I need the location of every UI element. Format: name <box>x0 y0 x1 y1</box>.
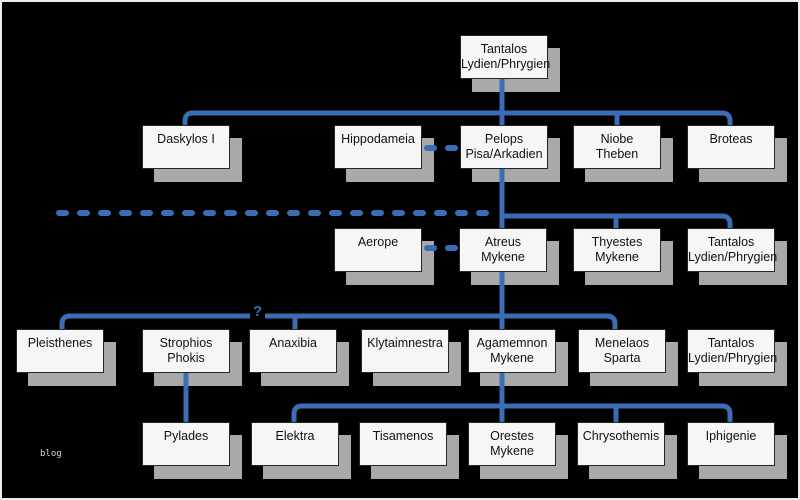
node-label: Tantalos <box>480 42 528 56</box>
node-label: Chrysothemis <box>582 429 660 443</box>
connector-gen4-bar <box>59 313 618 329</box>
node-tisamenos: Tisamenos <box>359 422 447 466</box>
connector-gen5-bar <box>291 403 733 422</box>
node-elektra: Elektra <box>251 422 339 466</box>
uncertainty-question-mark: ? <box>250 304 266 319</box>
node-label: Lydien/Phrygien <box>688 351 778 365</box>
node-label: Broteas <box>709 132 753 146</box>
node-label: Thyestes <box>591 235 643 249</box>
node-label: Atreus <box>484 235 522 249</box>
node-label: Hippodameia <box>341 132 415 146</box>
node-chrysothemis: Chrysothemis <box>577 422 665 466</box>
node-label: Orestes <box>490 429 534 443</box>
node-label: Tantalos <box>707 336 755 350</box>
node-pleisthenes: Pleisthenes <box>16 329 104 373</box>
node-label: Mykene <box>595 250 639 264</box>
node-label: Tantalos <box>707 235 755 249</box>
node-daskylos: Daskylos I <box>142 125 230 169</box>
node-label: Sparta <box>603 351 641 365</box>
node-label: Lydien/Phrygien <box>461 57 551 71</box>
node-pylades: Pylades <box>142 422 230 466</box>
watermark-text: blog <box>40 449 62 459</box>
node-hippodameia: Hippodameia <box>334 125 422 169</box>
node-aerope: Aerope <box>334 228 422 272</box>
node-label: Klytaimnestra <box>367 336 443 350</box>
node-label: Pisa/Arkadien <box>465 147 543 161</box>
node-label: Anaxibia <box>269 336 317 350</box>
node-label: Mykene <box>490 351 534 365</box>
node-anaxibia: Anaxibia <box>249 329 337 373</box>
node-label: Theben <box>595 147 639 161</box>
node-label: Niobe <box>600 132 634 146</box>
node-label: Agamemnon <box>476 336 548 350</box>
node-broteas: Broteas <box>687 125 775 169</box>
node-label: Phokis <box>167 351 205 365</box>
node-label: Mykene <box>490 444 534 458</box>
node-iphigenie: Iphigenie <box>687 422 775 466</box>
node-label: Daskylos I <box>157 132 215 146</box>
node-label: Mykene <box>481 250 525 264</box>
connector-gen3-bar <box>502 213 733 228</box>
node-label: Menelaos <box>594 336 650 350</box>
node-label: Elektra <box>275 429 315 443</box>
node-label: Lydien/Phrygien <box>688 250 778 264</box>
connector-gen2-bar <box>182 110 733 125</box>
node-label: Strophios <box>159 336 213 350</box>
node-label: Tisamenos <box>372 429 434 443</box>
node-label: Pleisthenes <box>27 336 93 350</box>
node-klytaimnestra: Klytaimnestra <box>361 329 449 373</box>
node-label: Pylades <box>163 429 209 443</box>
node-label: Iphigenie <box>705 429 757 443</box>
node-label: Pelops <box>484 132 524 146</box>
node-label: Aerope <box>357 235 399 249</box>
